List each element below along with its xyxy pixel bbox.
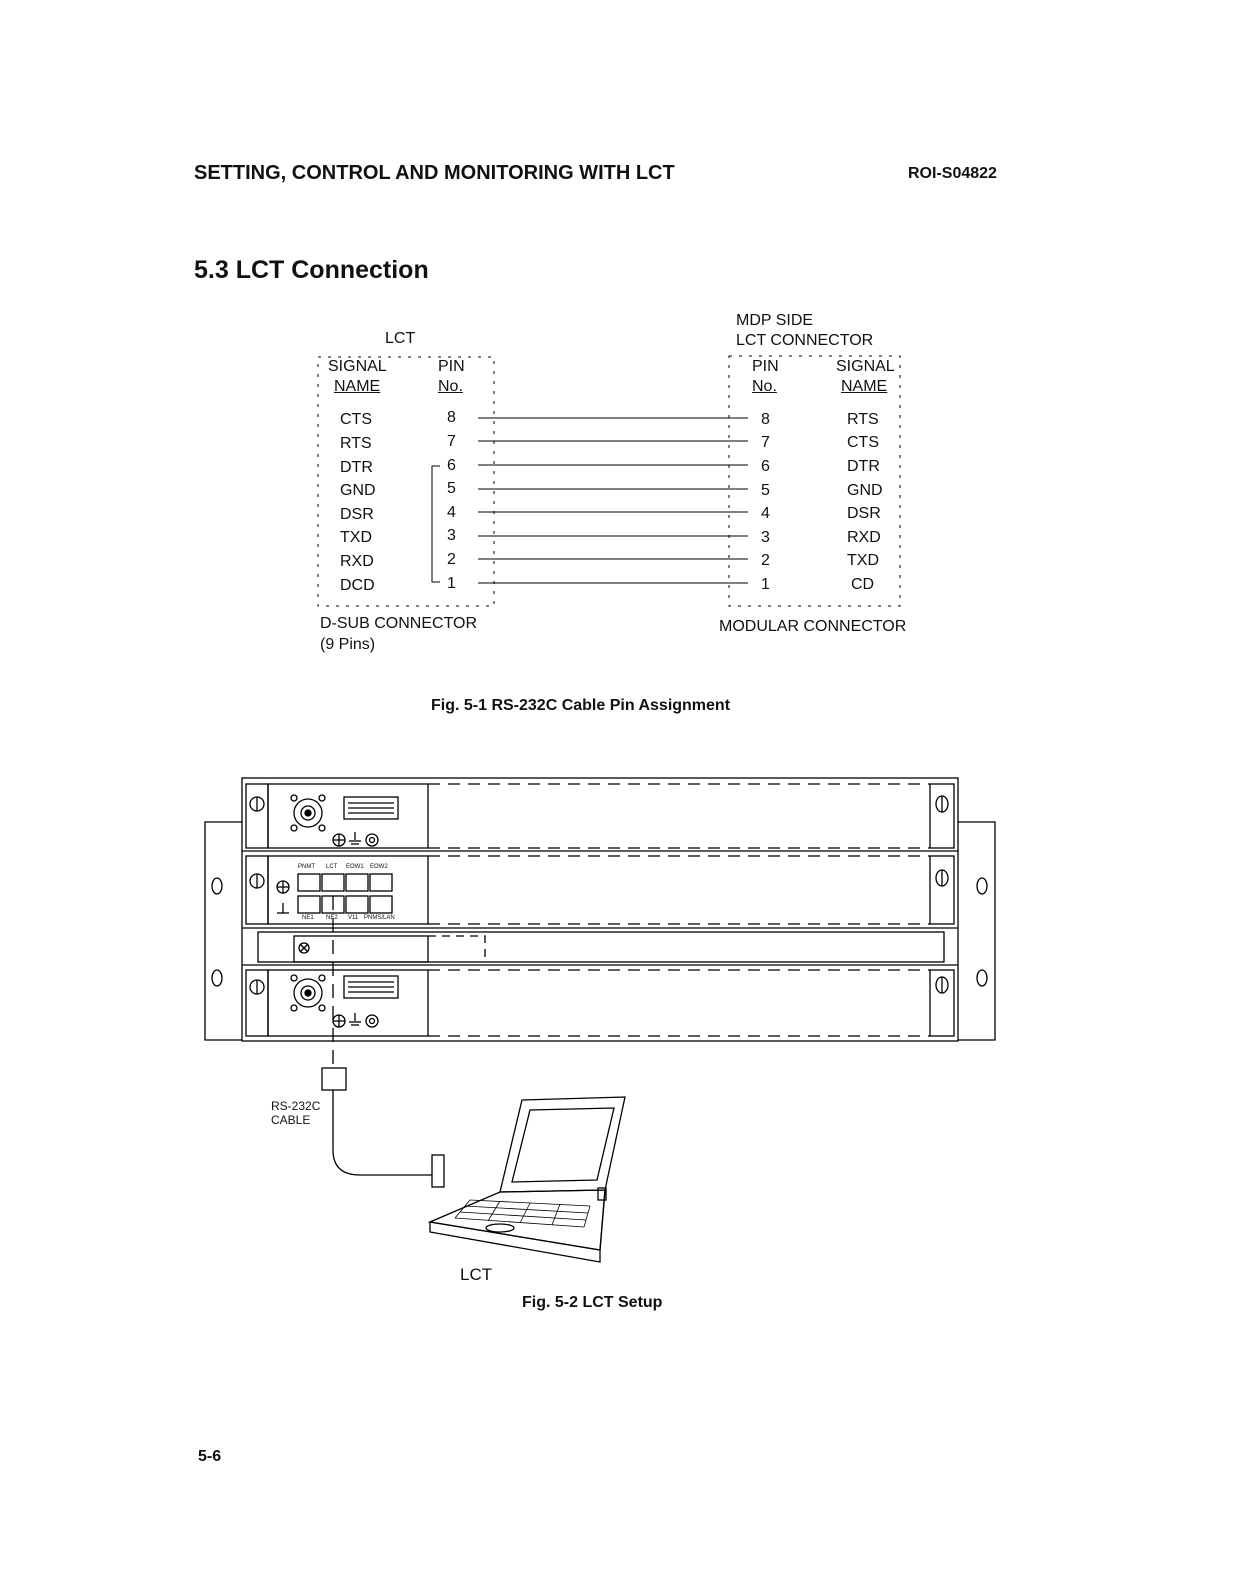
port-label: NE1 xyxy=(302,915,314,921)
laptop-label: LCT xyxy=(460,1265,493,1284)
left-pin: 2 xyxy=(447,551,456,568)
right-signal: RXD xyxy=(847,529,881,546)
left-name-header: NAME xyxy=(334,378,381,395)
port-label: LCT xyxy=(326,864,338,870)
right-signal: DSR xyxy=(847,505,881,522)
port-label: PNMT xyxy=(298,864,315,870)
right-name-header: NAME xyxy=(841,378,888,395)
page-header-title: SETTING, CONTROL AND MONITORING WITH LCT xyxy=(194,162,675,184)
lct-connector-label: LCT CONNECTOR xyxy=(736,332,874,349)
laptop-drawing xyxy=(427,1096,626,1263)
fig-5-1-caption: Fig. 5-1 RS-232C Cable Pin Assignment xyxy=(431,697,731,714)
right-pin: 2 xyxy=(761,552,770,569)
right-pin: 3 xyxy=(761,529,770,546)
right-signal: TXD xyxy=(847,552,879,569)
cable-label-line1: RS-232C xyxy=(271,1099,321,1113)
left-pin: 3 xyxy=(447,527,456,544)
left-signal: RTS xyxy=(340,435,372,452)
right-pin-header: PIN xyxy=(752,358,779,375)
left-pin: 6 xyxy=(447,457,456,474)
right-pin: 5 xyxy=(761,482,770,499)
section-title: 5.3 LCT Connection xyxy=(194,256,429,284)
left-signal: CTS xyxy=(340,411,372,428)
dsub-connector-label: D-SUB CONNECTOR xyxy=(320,615,478,632)
right-pin: 8 xyxy=(761,411,770,428)
left-no-header: No. xyxy=(438,378,463,395)
right-signal-header: SIGNAL xyxy=(836,358,895,375)
fig-5-2-caption: Fig. 5-2 LCT Setup xyxy=(522,1294,663,1311)
mdp-side-label: MDP SIDE xyxy=(736,312,814,329)
left-signal: TXD xyxy=(340,529,372,546)
port-label: PNMS/LAN xyxy=(364,915,395,921)
lct-label: LCT xyxy=(385,330,416,347)
right-no-header: No. xyxy=(752,378,777,395)
right-pin: 6 xyxy=(761,458,770,475)
left-signal: GND xyxy=(340,482,376,499)
right-pin: 4 xyxy=(761,505,770,522)
left-pin: 4 xyxy=(447,504,456,521)
dsub-pins-label: (9 Pins) xyxy=(320,636,376,653)
page-number: 5-6 xyxy=(198,1448,222,1465)
right-signal: CD xyxy=(851,576,875,593)
right-signal: RTS xyxy=(847,411,879,428)
left-signal: RXD xyxy=(340,553,374,570)
left-pin: 5 xyxy=(447,480,456,497)
port-label: EOW2 xyxy=(370,864,388,870)
document-id: ROI-S04822 xyxy=(908,165,997,182)
port-label: V11 xyxy=(348,915,359,921)
right-signal: DTR xyxy=(847,458,880,475)
left-pin-header: PIN xyxy=(438,358,465,375)
right-pin: 7 xyxy=(761,434,770,451)
left-signal-header: SIGNAL xyxy=(328,358,387,375)
left-pin: 1 xyxy=(447,575,456,592)
cable-label-line2: CABLE xyxy=(271,1113,311,1127)
left-signal: DSR xyxy=(340,506,374,523)
right-signal: CTS xyxy=(847,434,879,451)
left-signal: DTR xyxy=(340,459,373,476)
right-signal: GND xyxy=(847,482,883,499)
left-pin: 8 xyxy=(447,409,456,426)
port-label: NE2 xyxy=(326,915,338,921)
right-pin: 1 xyxy=(761,576,770,593)
left-pin: 7 xyxy=(447,433,456,450)
left-signal: DCD xyxy=(340,577,375,594)
port-label: EOW1 xyxy=(346,864,364,870)
modular-connector-label: MODULAR CONNECTOR xyxy=(719,618,907,635)
